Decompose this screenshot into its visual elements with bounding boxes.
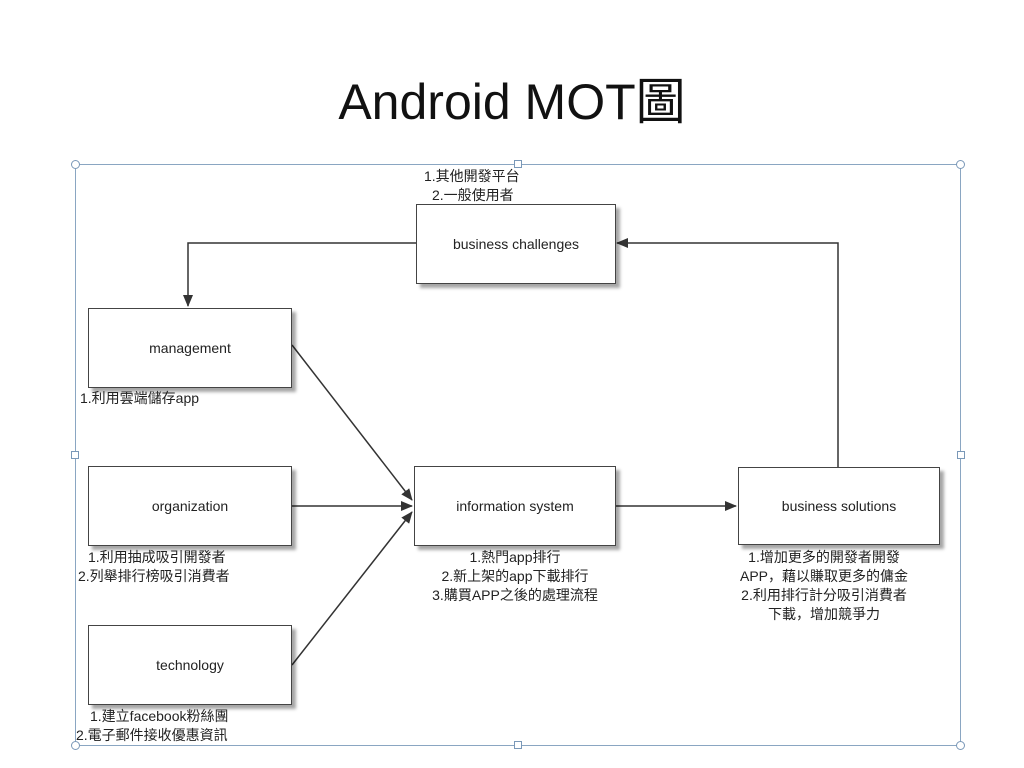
information-system-note: 1.熱門app排行 2.新上架的app下載排行 3.購買APP之後的處理流程 <box>370 548 660 605</box>
resize-handle-middle-right[interactable] <box>957 451 965 459</box>
note-line: 1.增加更多的開發者開發 <box>748 549 900 565</box>
resize-handle-top-right[interactable] <box>956 160 965 169</box>
business-solutions-note: 1.增加更多的開發者開發 APP，藉以賺取更多的傭金 2.利用排行計分吸引消費者… <box>686 548 962 624</box>
business-solutions-label: business solutions <box>781 498 897 514</box>
business-solutions-box[interactable]: business solutions <box>738 467 940 545</box>
note-line: 1.利用雲端儲存app <box>80 390 200 406</box>
management-note: 1.利用雲端儲存app <box>80 389 199 408</box>
note-line: 下載，增加競爭力 <box>768 606 880 622</box>
note-line: 1.熱門app排行 <box>469 549 561 565</box>
resize-handle-bottom-right[interactable] <box>956 741 965 750</box>
technology-label: technology <box>156 657 224 673</box>
management-box[interactable]: management <box>88 308 292 388</box>
resize-handle-bottom-middle[interactable] <box>514 741 522 749</box>
technology-note: 1.建立facebook粉絲團 2.電子郵件接收優惠資訊 <box>76 707 229 745</box>
note-line: 1.利用抽成吸引開發者 <box>88 549 226 565</box>
information-system-box[interactable]: information system <box>414 466 616 546</box>
note-line: 2.新上架的app下載排行 <box>441 568 589 584</box>
arrow-challenges-to-management <box>183 242 416 307</box>
arrow-management-to-information-system <box>291 344 413 501</box>
information-system-label: information system <box>456 498 574 514</box>
organization-box[interactable]: organization <box>88 466 292 546</box>
organization-label: organization <box>151 498 229 514</box>
note-line: 1.其他開發平台 <box>424 168 520 184</box>
business-challenges-note: 1.其他開發平台 2.一般使用者 <box>420 167 520 205</box>
note-line: 3.購買APP之後的處理流程 <box>432 587 598 603</box>
note-line: APP，藉以賺取更多的傭金 <box>739 568 908 584</box>
slide-title: Android MOT圖 <box>338 74 686 130</box>
note-line: 2.一般使用者 <box>432 187 514 203</box>
resize-handle-top-middle[interactable] <box>514 160 522 168</box>
technology-box[interactable]: technology <box>88 625 292 705</box>
note-line: 2.電子郵件接收優惠資訊 <box>76 727 228 743</box>
management-label: management <box>149 340 231 356</box>
resize-handle-top-left[interactable] <box>71 160 80 169</box>
arrow-solutions-to-challenges <box>616 238 839 467</box>
arrow-technology-to-information-system <box>291 511 413 666</box>
business-challenges-box[interactable]: business challenges <box>416 204 616 284</box>
resize-handle-bottom-left[interactable] <box>71 741 80 750</box>
note-line: 2.利用排行計分吸引消費者 <box>741 587 907 603</box>
note-line: 2.列舉排行榜吸引消費者 <box>78 568 230 584</box>
resize-handle-middle-left[interactable] <box>71 451 79 459</box>
organization-note: 1.利用抽成吸引開發者 2.列舉排行榜吸引消費者 <box>78 548 230 586</box>
business-challenges-label: business challenges <box>452 236 580 252</box>
note-line: 1.建立facebook粉絲團 <box>90 708 229 724</box>
